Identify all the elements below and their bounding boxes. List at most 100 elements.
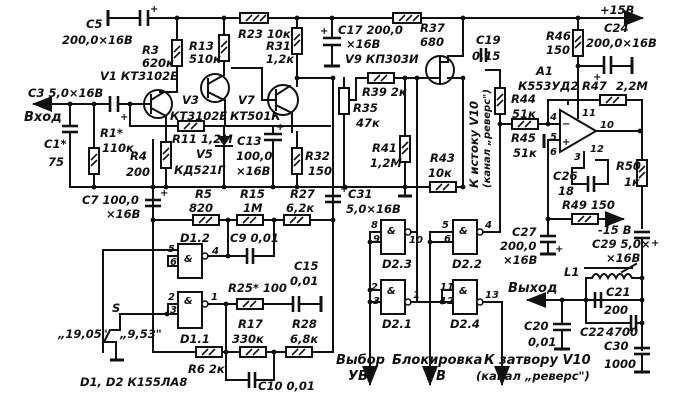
select-uv-label[interactable]: Выбор <box>336 353 385 368</box>
switch-pos1: „19,05" <box>57 327 108 341</box>
svg-text:+: + <box>320 26 328 37</box>
gate-v10-sub: (канал „реверс") <box>476 369 590 383</box>
capacitor-c1 <box>62 124 78 134</box>
resistor-r25 <box>236 298 264 310</box>
c24-value: 200,0×16В <box>586 36 657 50</box>
svg-text:+: + <box>555 244 563 255</box>
svg-text:&: & <box>387 286 396 297</box>
resistor-r49 <box>571 213 599 225</box>
r45-ref: R45 <box>511 131 536 145</box>
c27-value2: ×16В <box>503 253 538 267</box>
capacitor-c29: + <box>634 230 659 351</box>
capacitor-c21 <box>593 292 603 308</box>
svg-text:13: 13 <box>485 290 499 301</box>
c27-ref: C27 <box>512 225 536 239</box>
c5-ref: C5 <box>86 17 102 31</box>
block-uv-label[interactable]: Блокировка <box>392 353 482 368</box>
r37-value: 680 <box>420 35 444 49</box>
plus15-label: +15В <box>600 3 635 17</box>
resistor-r27 <box>283 214 311 226</box>
capacitor-c17: + <box>320 26 341 68</box>
capacitor-c20 <box>553 299 571 351</box>
svg-text:6: 6 <box>444 234 451 245</box>
resistor-r39 <box>367 72 395 84</box>
r49-label: R49 150 <box>562 198 615 212</box>
c22-ref: C22 <box>580 325 604 339</box>
select-uv-sub: УВ <box>348 369 368 384</box>
c21-value: 200 <box>604 303 628 317</box>
c1-value: 75 <box>48 155 64 169</box>
svg-text:+: + <box>276 122 284 133</box>
r35-ref: R35 <box>353 101 378 115</box>
resistor-r46 <box>572 29 584 57</box>
switch-s[interactable] <box>102 329 124 362</box>
a1-ref: А1 <box>535 64 553 78</box>
c19-value: 0,15 <box>472 49 500 63</box>
c29-label: C29 5,0× <box>592 237 650 251</box>
svg-text:2: 2 <box>168 292 175 303</box>
c17-label: C17 200,0 <box>338 23 403 37</box>
r43-ref: R43 <box>430 151 455 165</box>
r44-ref: R44 <box>511 92 536 106</box>
svg-text:10: 10 <box>409 235 423 246</box>
svg-text:2: 2 <box>371 282 378 293</box>
resistor-r1 <box>88 147 100 175</box>
c1-ref: C1* <box>44 137 66 151</box>
resistor-r6 <box>195 346 223 358</box>
c13-value2: ×16В <box>236 164 271 178</box>
gate-v10-label[interactable]: К затвору V10 <box>484 353 591 368</box>
transistor-v7 <box>231 67 299 116</box>
capacitor-c3: + <box>108 96 128 123</box>
svg-text:9: 9 <box>373 234 380 245</box>
svg-text:8: 8 <box>371 220 378 231</box>
svg-text:4: 4 <box>484 220 492 231</box>
transistor-v3 <box>200 73 230 103</box>
output-label[interactable]: Выход <box>508 281 557 296</box>
svg-text:5: 5 <box>550 132 557 143</box>
r41-value: 1,2М <box>370 156 402 170</box>
r45-value: 51к <box>513 146 538 160</box>
v7-value: КТ501К <box>230 109 281 123</box>
svg-text:+: + <box>562 137 570 148</box>
c5-value: 200,0×16В <box>62 33 133 47</box>
resistor-r23 <box>239 12 269 24</box>
c21-ref: C21 <box>606 285 630 299</box>
capacitor-c27: + <box>540 218 563 256</box>
c29-value2: ×16В <box>606 251 641 265</box>
gate-d2-2: & <box>452 219 484 255</box>
c17-value2: ×16В <box>346 37 381 51</box>
r1-ref: R1* <box>100 126 123 140</box>
r6-label: R6 2к <box>188 362 226 376</box>
d2-1-ref: D2.1 <box>382 317 412 331</box>
c24-ref: C24 <box>604 21 628 35</box>
svg-text:+: + <box>593 72 601 83</box>
r17-ref: R17 <box>238 317 263 331</box>
resistor-r41 <box>399 135 411 163</box>
r1-value: 110к <box>102 141 135 155</box>
capacitor-c31: + <box>325 184 348 216</box>
capacitor-c22 <box>629 315 638 331</box>
switch-pos2: „9,53" <box>119 327 162 341</box>
svg-text:+: + <box>340 184 348 195</box>
r32-value: 150 <box>308 164 332 178</box>
svg-text:&: & <box>184 296 193 307</box>
c20-ref: C20 <box>524 319 548 333</box>
l1-ref: L1 <box>564 265 579 279</box>
c13-value: 100,0 <box>236 149 272 163</box>
r15-ref: R15 <box>240 187 265 201</box>
d2-4-ref: D2.4 <box>450 317 480 331</box>
input-label[interactable]: Вход <box>24 110 62 125</box>
capacitor-c19 <box>479 48 488 62</box>
r39-label: R39 2к <box>362 85 408 99</box>
r5-value: 820 <box>189 201 213 215</box>
r50-ref: R50 <box>616 159 641 173</box>
svg-text:+: + <box>160 188 168 199</box>
resistor-r5 <box>192 214 220 226</box>
r41-ref: R41 <box>372 141 397 155</box>
c31-ref: C31 <box>348 187 372 201</box>
capacitor-c9 <box>245 248 255 264</box>
source-v10-label[interactable]: К истоку V10 <box>467 101 481 188</box>
c10-label: C10 0,01 <box>258 379 315 393</box>
resistor-r11 <box>177 120 205 132</box>
